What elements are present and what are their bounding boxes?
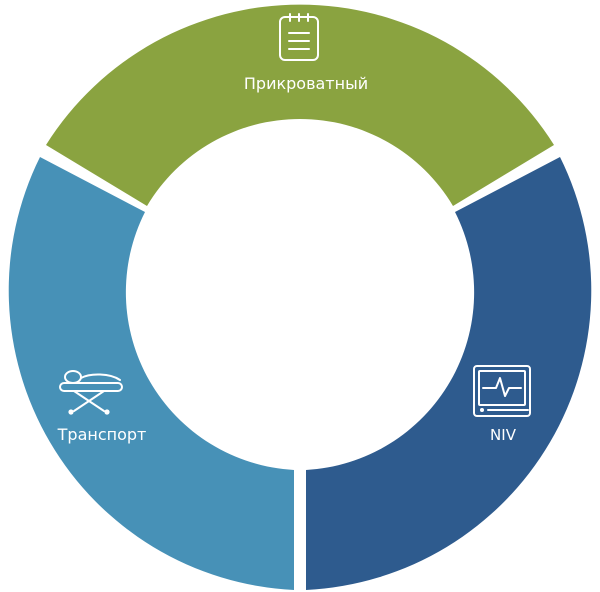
segment-transport[interactable]: Транспорт (8, 157, 294, 590)
segment-label-bedside: Прикроватный (244, 74, 368, 93)
clipboard-icon (279, 13, 319, 61)
segment-transport-arc (8, 157, 294, 590)
segment-niv-arc (306, 157, 592, 590)
segment-label-transport: Транспорт (57, 425, 147, 444)
stretcher-icon (59, 370, 123, 415)
segment-bedside[interactable]: Прикроватный (46, 4, 554, 206)
segment-niv[interactable]: NIV (306, 157, 592, 590)
segment-label-niv: NIV (490, 426, 517, 444)
segment-bedside-arc (46, 4, 554, 206)
monitor-icon (473, 365, 531, 417)
